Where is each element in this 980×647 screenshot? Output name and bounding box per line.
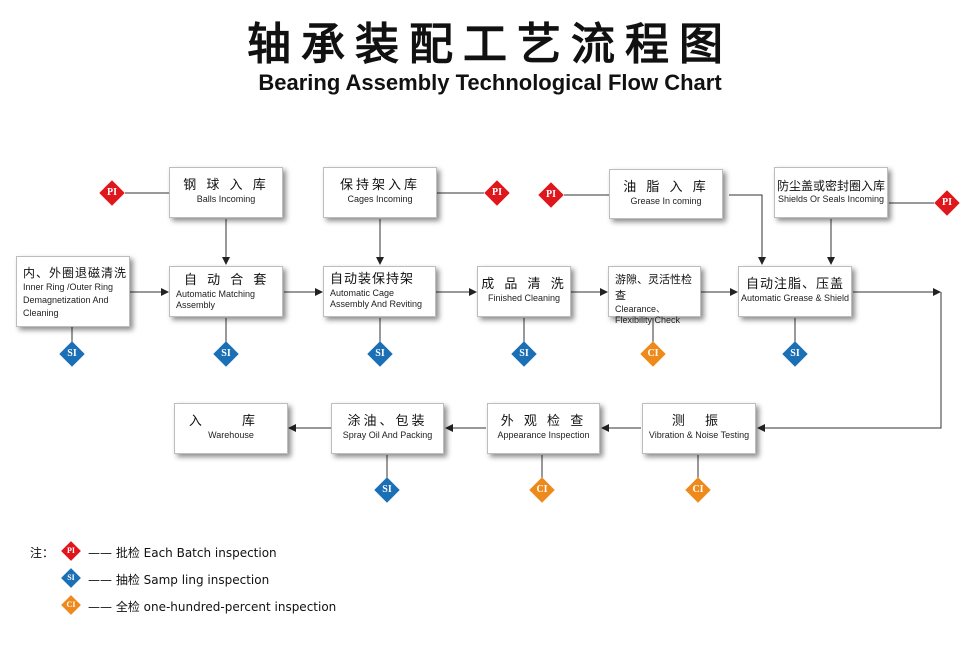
step-shields-incoming: 防尘盖或密封圈入库 Shields Or Seals Incoming [774, 167, 888, 218]
step-appearance-inspection: 外 观 检 查 Appearance Inspection [487, 403, 600, 454]
step-label-en: Automatic Cage Assembly And Reviting [330, 288, 423, 309]
arrow-grease-greaseshield [729, 194, 766, 265]
si-legend-icon: SI [60, 567, 82, 589]
step-cages-incoming: 保持架入库 Cages Incoming [323, 167, 437, 218]
step-label-zh: 内、外圈退磁清洗 [23, 266, 128, 280]
step-label-zh: 钢 球 入 库 [183, 178, 269, 193]
pi-marker-shields: PI [934, 190, 960, 216]
step-label-zh: 入 库 [188, 414, 274, 429]
step-finished-cleaning: 成 品 清 洗 Finished Cleaning [477, 266, 571, 317]
step-label-en: Shields Or Seals Incoming [777, 194, 885, 204]
step-label-zh: 防尘盖或密封圈入库 [776, 179, 885, 193]
pi-legend-icon: PI [60, 540, 82, 562]
step-vibration-testing: 测 振 Vibration & Noise Testing [642, 403, 756, 454]
si-marker-riveting: SI [367, 341, 393, 367]
step-label-en: Automatic Grease & Shield [740, 293, 850, 303]
step-label-zh: 成 品 清 洗 [481, 277, 567, 292]
step-ring-demagnetization: 内、外圈退磁清洗 Inner Ring /Outer Ring Demagnet… [16, 256, 130, 327]
step-label-en: Appearance Inspection [497, 430, 590, 440]
arrow-turn-vibration [757, 292, 942, 432]
pi-marker-cages: PI [484, 180, 510, 206]
ci-marker-vibration: CI [685, 477, 711, 503]
step-automatic-cage-assembly: 自动装保持架 Automatic Cage Assembly And Revit… [323, 266, 436, 317]
step-label-en: Warehouse [208, 430, 254, 440]
si-marker-greaseshield: SI [782, 341, 808, 367]
pi-marker-balls: PI [99, 180, 125, 206]
step-clearance-check: 游隙、灵活性检查 Clearance、Flexibility Check [608, 266, 701, 325]
step-warehouse: 入 库 Warehouse [174, 403, 288, 454]
si-marker-matching: SI [213, 341, 239, 367]
step-label-en: Spray Oil And Packing [342, 430, 433, 440]
step-label-zh: 自动装保持架 [330, 272, 415, 287]
legend-pi-text: —— 批检 Each Batch inspection [88, 546, 277, 560]
step-label-zh: 自动注脂、压盖 [745, 277, 844, 292]
ci-legend-icon: CI [60, 594, 82, 616]
page-title-zh: 轴承装配工艺流程图 [247, 19, 733, 70]
step-label-zh: 油 脂 入 库 [623, 180, 709, 195]
legend-ci-text: —— 全检 one-hundred-percent inspection [88, 600, 337, 614]
step-balls-incoming: 钢 球 入 库 Balls Incoming [169, 167, 283, 218]
step-label-en: Finished Cleaning [487, 293, 561, 303]
step-grease-incoming: 油 脂 入 库 Grease In coming [609, 169, 723, 219]
step-label-zh: 测 振 [671, 414, 727, 429]
si-marker-packing: SI [374, 477, 400, 503]
si-marker-demag: SI [59, 341, 85, 367]
legend-si-text: —— 抽检 Samp ling inspection [88, 573, 270, 587]
ci-marker-appearance: CI [529, 477, 555, 503]
ci-marker-clearance: CI [640, 341, 666, 367]
step-label-en: Cages Incoming [347, 194, 413, 204]
step-label-en: Grease In coming [630, 196, 702, 206]
step-label-en: Vibration & Noise Testing [648, 430, 750, 440]
step-automatic-matching: 自 动 合 套 Automatic Matching Assembly [169, 266, 283, 317]
step-label-zh: 涂油、包装 [347, 414, 428, 429]
step-label-zh: 保持架入库 [339, 178, 420, 193]
step-label-en: Balls Incoming [196, 194, 256, 204]
page-title-en: Bearing Assembly Technological Flow Char… [258, 70, 722, 95]
step-label-en: Clearance、Flexibility Check [615, 304, 681, 325]
step-label-zh: 自 动 合 套 [184, 273, 270, 288]
step-label-en: Inner Ring /Outer Ring Demagnetization A… [23, 282, 114, 318]
legend-note: 注： [30, 546, 55, 560]
step-label-zh: 游隙、灵活性检查 [615, 273, 692, 302]
step-automatic-grease-shield: 自动注脂、压盖 Automatic Grease & Shield [738, 266, 852, 317]
step-spray-oil-packing: 涂油、包装 Spray Oil And Packing [331, 403, 444, 454]
pi-marker-grease: PI [538, 182, 564, 208]
step-label-zh: 外 观 检 查 [500, 414, 587, 429]
step-label-en: Automatic Matching Assembly [176, 289, 256, 310]
si-marker-finished: SI [511, 341, 537, 367]
